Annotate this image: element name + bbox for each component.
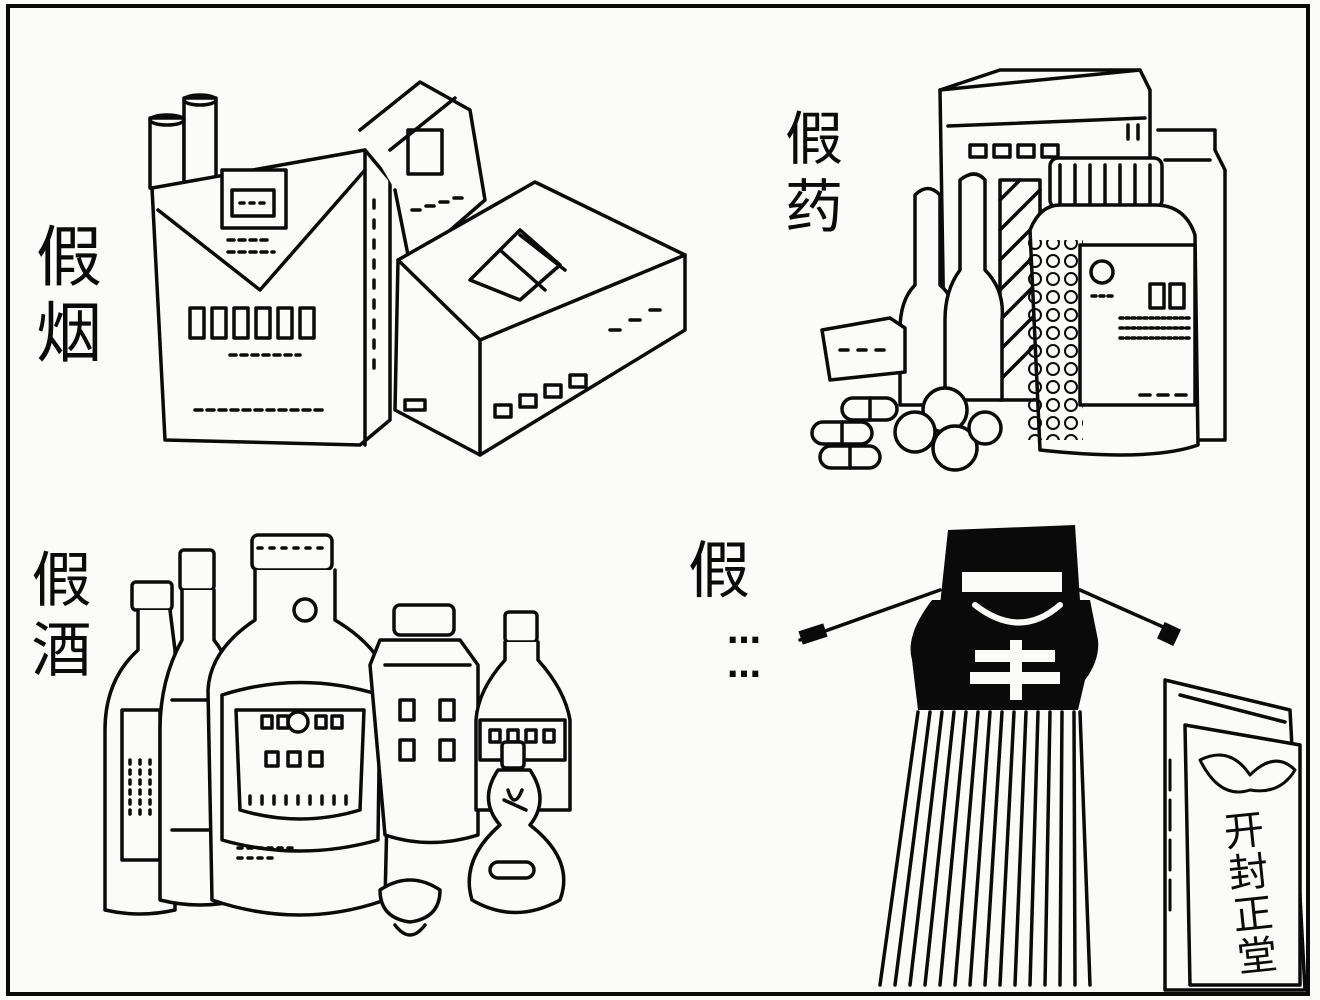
caption-ellipsis: ……	[724, 612, 764, 680]
caption-fake-cigarettes: 假烟	[25, 222, 102, 374]
caption-fake-official: 假	[688, 534, 751, 607]
caption-fake-liquor: 假酒	[21, 548, 91, 688]
liquor-bottle-icon	[103, 533, 572, 937]
judge-robe-icon	[798, 525, 1307, 992]
medicine-bottle-icon	[810, 68, 1227, 472]
caption-fake-medicine: 假药	[775, 108, 843, 244]
frame-border	[6, 4, 1310, 996]
cigarette-pack-icon	[148, 80, 687, 457]
